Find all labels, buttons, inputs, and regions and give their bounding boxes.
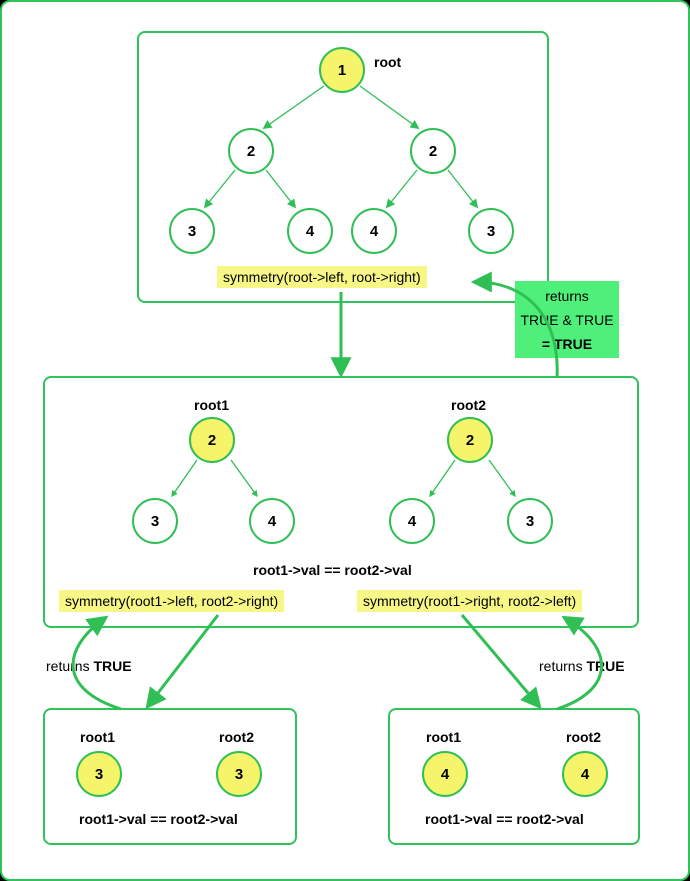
returns-left-prefix: returns [46, 658, 90, 674]
result-box: returns TRUE & TRUE = TRUE [515, 281, 619, 358]
tree-node-left-left: 3 [169, 208, 215, 254]
tree-node-right-left: 4 [351, 208, 397, 254]
br-root2-node: 4 [562, 751, 608, 797]
middle-root1-node: 2 [189, 417, 235, 463]
returns-left: returns TRUE [46, 658, 132, 674]
tree-node-left-right: 4 [287, 208, 333, 254]
returns-right-prefix: returns [539, 658, 583, 674]
br-root2-label: root2 [566, 729, 601, 745]
bl-root1-label: root1 [80, 729, 115, 745]
result-line3: = TRUE [541, 336, 593, 352]
br-root1-label: root1 [426, 729, 461, 745]
br-root1-node: 4 [422, 751, 468, 797]
middle-call-left: symmetry(root1->left, root2->right) [59, 590, 285, 612]
root-label: root [374, 54, 402, 70]
tree-node-right-right: 3 [468, 208, 514, 254]
result-line2: TRUE & TRUE [520, 312, 614, 328]
bl-root2-node: 3 [216, 751, 262, 797]
br-compare: root1->val == root2->val [425, 811, 584, 827]
middle-root2-label: root2 [451, 397, 486, 413]
middle-root2-node: 2 [447, 417, 493, 463]
middle-compare: root1->val == root2->val [253, 562, 412, 578]
returns-right: returns TRUE [539, 658, 625, 674]
top-call: symmetry(root->left, root->right) [217, 266, 427, 288]
middle-root2-right-node: 3 [507, 498, 553, 544]
tree-node-left: 2 [228, 128, 274, 174]
bl-root2-label: root2 [219, 729, 254, 745]
middle-root1-right-node: 4 [249, 498, 295, 544]
returns-left-value: TRUE [93, 658, 132, 674]
bl-compare: root1->val == root2->val [79, 811, 238, 827]
middle-root2-left-node: 4 [389, 498, 435, 544]
middle-root1-label: root1 [194, 397, 229, 413]
middle-root1-left-node: 3 [132, 498, 178, 544]
middle-call-right: symmetry(root1->right, root2->left) [357, 590, 583, 612]
bl-root1-node: 3 [76, 751, 122, 797]
tree-node-right: 2 [410, 128, 456, 174]
returns-right-value: TRUE [586, 658, 625, 674]
tree-node-root: 1 [319, 47, 365, 93]
result-line1: returns [545, 288, 589, 304]
